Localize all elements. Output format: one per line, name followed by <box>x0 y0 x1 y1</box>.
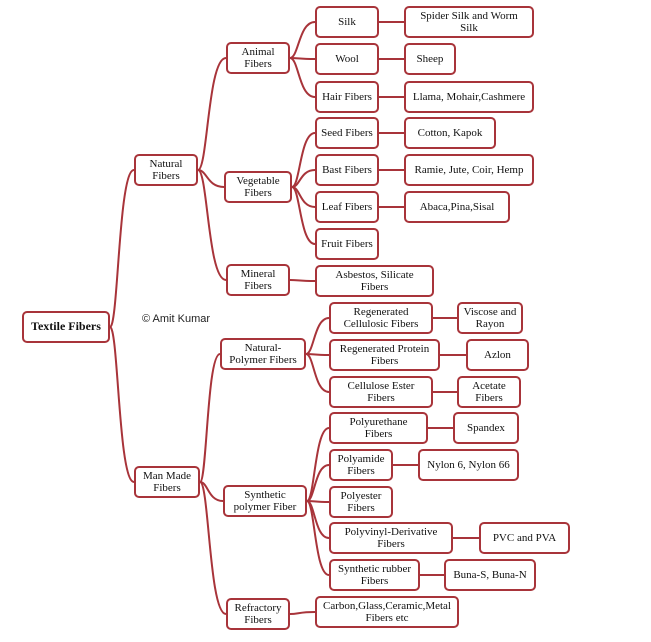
node-vegetable-fibers: Vegetable Fibers <box>224 171 292 203</box>
edge-natural-polymer-fibers-to-regenerated-cellulosic <box>305 317 330 355</box>
node-fruit-fibers: Fruit Fibers <box>315 228 379 260</box>
edge-synthetic-polymer-fiber-to-polyester <box>306 500 330 503</box>
edge-animal-fibers-to-hair-fibers <box>289 57 316 98</box>
node-cotton-kapok: Cotton, Kapok <box>404 117 496 149</box>
edge-man-made-fibers-to-natural-polymer-fibers <box>199 353 221 483</box>
edge-natural-fibers-to-animal-fibers <box>197 57 227 171</box>
node-nylon: Nylon 6, Nylon 66 <box>418 449 519 481</box>
node-buna: Buna-S, Buna-N <box>444 559 536 591</box>
node-carbon-glass-ceramic: Carbon,Glass,Ceramic,Metal Fibers etc <box>315 596 459 628</box>
node-cellulose-ester: Cellulose Ester Fibers <box>329 376 433 408</box>
node-mineral-fibers: Mineral Fibers <box>226 264 290 296</box>
node-animal-fibers: Animal Fibers <box>226 42 290 74</box>
node-spider-silk-worm-silk: Spider Silk and Worm Silk <box>404 6 534 38</box>
edge-natural-polymer-fibers-to-regenerated-protein <box>305 353 330 356</box>
node-wool: Wool <box>315 43 379 75</box>
edge-natural-fibers-to-mineral-fibers <box>197 169 227 281</box>
edge-mineral-fibers-to-asbestos-silicate <box>289 279 316 282</box>
edge-synthetic-polymer-fiber-to-polyamide <box>306 464 330 502</box>
node-regenerated-cellulosic: Regenerated Cellulosic Fibers <box>329 302 433 334</box>
edge-refractory-fibers-to-carbon-glass-ceramic <box>289 611 316 615</box>
node-sheep: Sheep <box>404 43 456 75</box>
edge-natural-polymer-fibers-to-cellulose-ester <box>305 353 330 393</box>
node-llama-mohair-cashmere: Llama, Mohair,Cashmere <box>404 81 534 113</box>
node-spandex: Spandex <box>453 412 519 444</box>
node-synthetic-rubber: Synthetic rubber Fibers <box>329 559 420 591</box>
node-regenerated-protein: Regenerated Protein Fibers <box>329 339 440 371</box>
node-azlon: Azlon <box>466 339 529 371</box>
node-pvc-pva: PVC and PVA <box>479 522 570 554</box>
node-bast-fibers: Bast Fibers <box>315 154 379 186</box>
node-polyurethane: Polyurethane Fibers <box>329 412 428 444</box>
node-leaf-fibers: Leaf Fibers <box>315 191 379 223</box>
edge-animal-fibers-to-wool <box>289 57 316 60</box>
node-synthetic-polymer-fiber: Synthetic polymer Fiber <box>223 485 307 517</box>
node-hair-fibers: Hair Fibers <box>315 81 379 113</box>
node-natural-polymer-fibers: Natural- Polymer Fibers <box>220 338 306 370</box>
edge-vegetable-fibers-to-bast-fibers <box>291 169 316 188</box>
edge-synthetic-polymer-fiber-to-polyurethane <box>306 427 330 502</box>
node-ramie-jute-coir-hemp: Ramie, Jute, Coir, Hemp <box>404 154 534 186</box>
node-refractory-fibers: Refractory Fibers <box>226 598 290 630</box>
node-polyvinyl-derivative: Polyvinyl-Derivative Fibers <box>329 522 453 554</box>
edge-synthetic-polymer-fiber-to-synthetic-rubber <box>306 500 330 576</box>
node-seed-fibers: Seed Fibers <box>315 117 379 149</box>
node-polyamide: Polyamide Fibers <box>329 449 393 481</box>
edge-textile-fibers-to-man-made-fibers <box>109 326 135 483</box>
node-polyester: Polyester Fibers <box>329 486 393 518</box>
node-abaca-pina-sisal: Abaca,Pina,Sisal <box>404 191 510 223</box>
edge-vegetable-fibers-to-seed-fibers <box>291 132 316 188</box>
edge-animal-fibers-to-silk <box>289 21 316 59</box>
node-silk: Silk <box>315 6 379 38</box>
edge-textile-fibers-to-natural-fibers <box>109 169 135 328</box>
node-natural-fibers: Natural Fibers <box>134 154 198 186</box>
watermark: © Amit Kumar <box>142 313 211 325</box>
node-man-made-fibers: Man Made Fibers <box>134 466 200 498</box>
node-textile-fibers: Textile Fibers <box>22 311 110 343</box>
edge-man-made-fibers-to-refractory-fibers <box>199 481 227 615</box>
edge-vegetable-fibers-to-fruit-fibers <box>291 186 316 245</box>
node-viscose-rayon: Viscose and Rayon <box>457 302 523 334</box>
node-acetate-fibers: Acetate Fibers <box>457 376 521 408</box>
node-asbestos-silicate: Asbestos, Silicate Fibers <box>315 265 434 297</box>
